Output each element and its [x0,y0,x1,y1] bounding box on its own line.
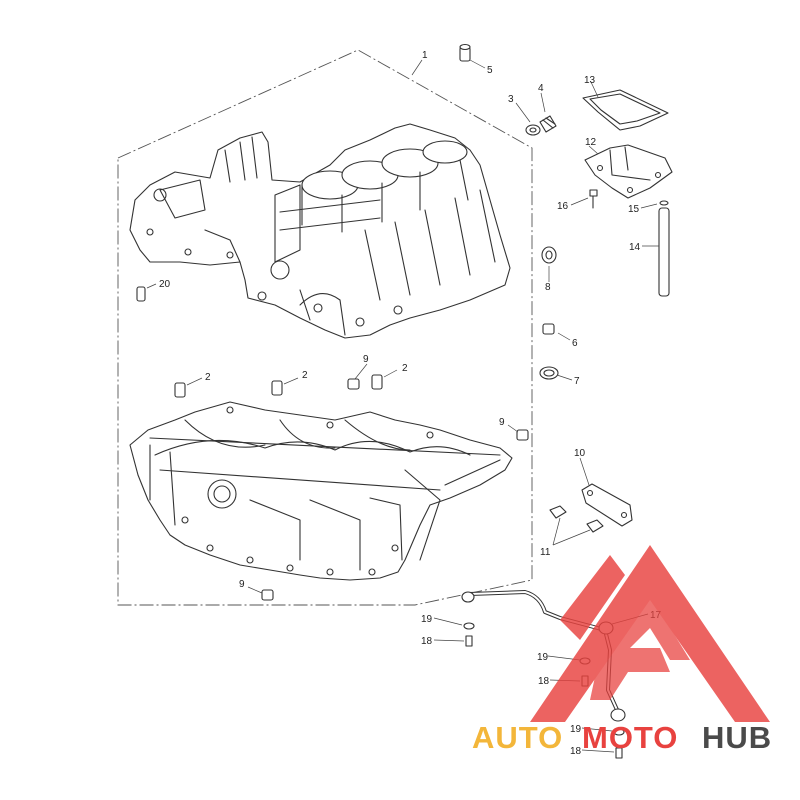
watermark-text: AUTO MOTO HUB [472,720,772,755]
watermark-logo [530,545,770,722]
tube-14 [658,207,670,297]
callout-2b: 2 [302,370,308,381]
gasket-13 [582,89,669,131]
callout-14: 14 [629,242,641,253]
o-ring-7 [539,366,559,380]
watermark-hub: HUB [702,720,772,755]
callout-6: 6 [572,338,578,349]
watermark-triangle-outer [530,545,770,722]
callout-3: 3 [508,94,514,105]
callout-18c: 18 [570,746,582,757]
lower-crankcase [129,401,513,581]
dowel-2 [174,374,383,398]
bracket-10 [581,483,633,527]
callout-9c: 9 [239,579,245,590]
callout-11: 11 [540,547,551,558]
callout-10: 10 [574,448,586,459]
callout-15: 15 [628,204,640,215]
assembly-boundary [117,49,533,606]
callout-9b: 9 [499,417,505,428]
callout-19c: 19 [570,724,582,735]
callout-9a: 9 [363,354,369,365]
callout-2c: 2 [402,363,408,374]
callout-19b: 19 [537,652,549,663]
dowel-5 [459,43,471,62]
dowel-6 [542,323,555,335]
callout-4: 4 [538,83,544,94]
upper-crankcase [129,123,511,339]
callout-18b: 18 [538,676,550,687]
dowel-9 [261,378,529,601]
cover-12 [584,144,673,199]
callout-2a: 2 [205,372,211,383]
callout-5: 5 [487,65,493,76]
washer-3 [525,124,541,136]
callout-12: 12 [585,137,597,148]
callout-20: 20 [159,279,171,290]
washer-8 [541,246,557,264]
banjo-bolt-18 [465,635,623,759]
callout-1: 1 [422,50,428,61]
watermark-moto: MOTO [582,720,678,755]
callout-7: 7 [574,376,580,387]
callout-18a: 18 [421,636,433,647]
callout-13: 13 [584,75,596,86]
callout-8: 8 [545,282,551,293]
dowel-20 [136,286,146,302]
o-ring-15 [659,200,669,206]
watermark-auto: AUTO [472,720,563,755]
plug-4 [539,115,557,133]
callout-19a: 19 [421,614,433,625]
callout-16: 16 [557,201,569,212]
watermark-triangle-inner [590,595,690,700]
leader-lines [146,59,659,753]
watermark-triangle-left [560,555,625,640]
bolt-16 [589,189,598,209]
bolt-11 [549,505,604,533]
